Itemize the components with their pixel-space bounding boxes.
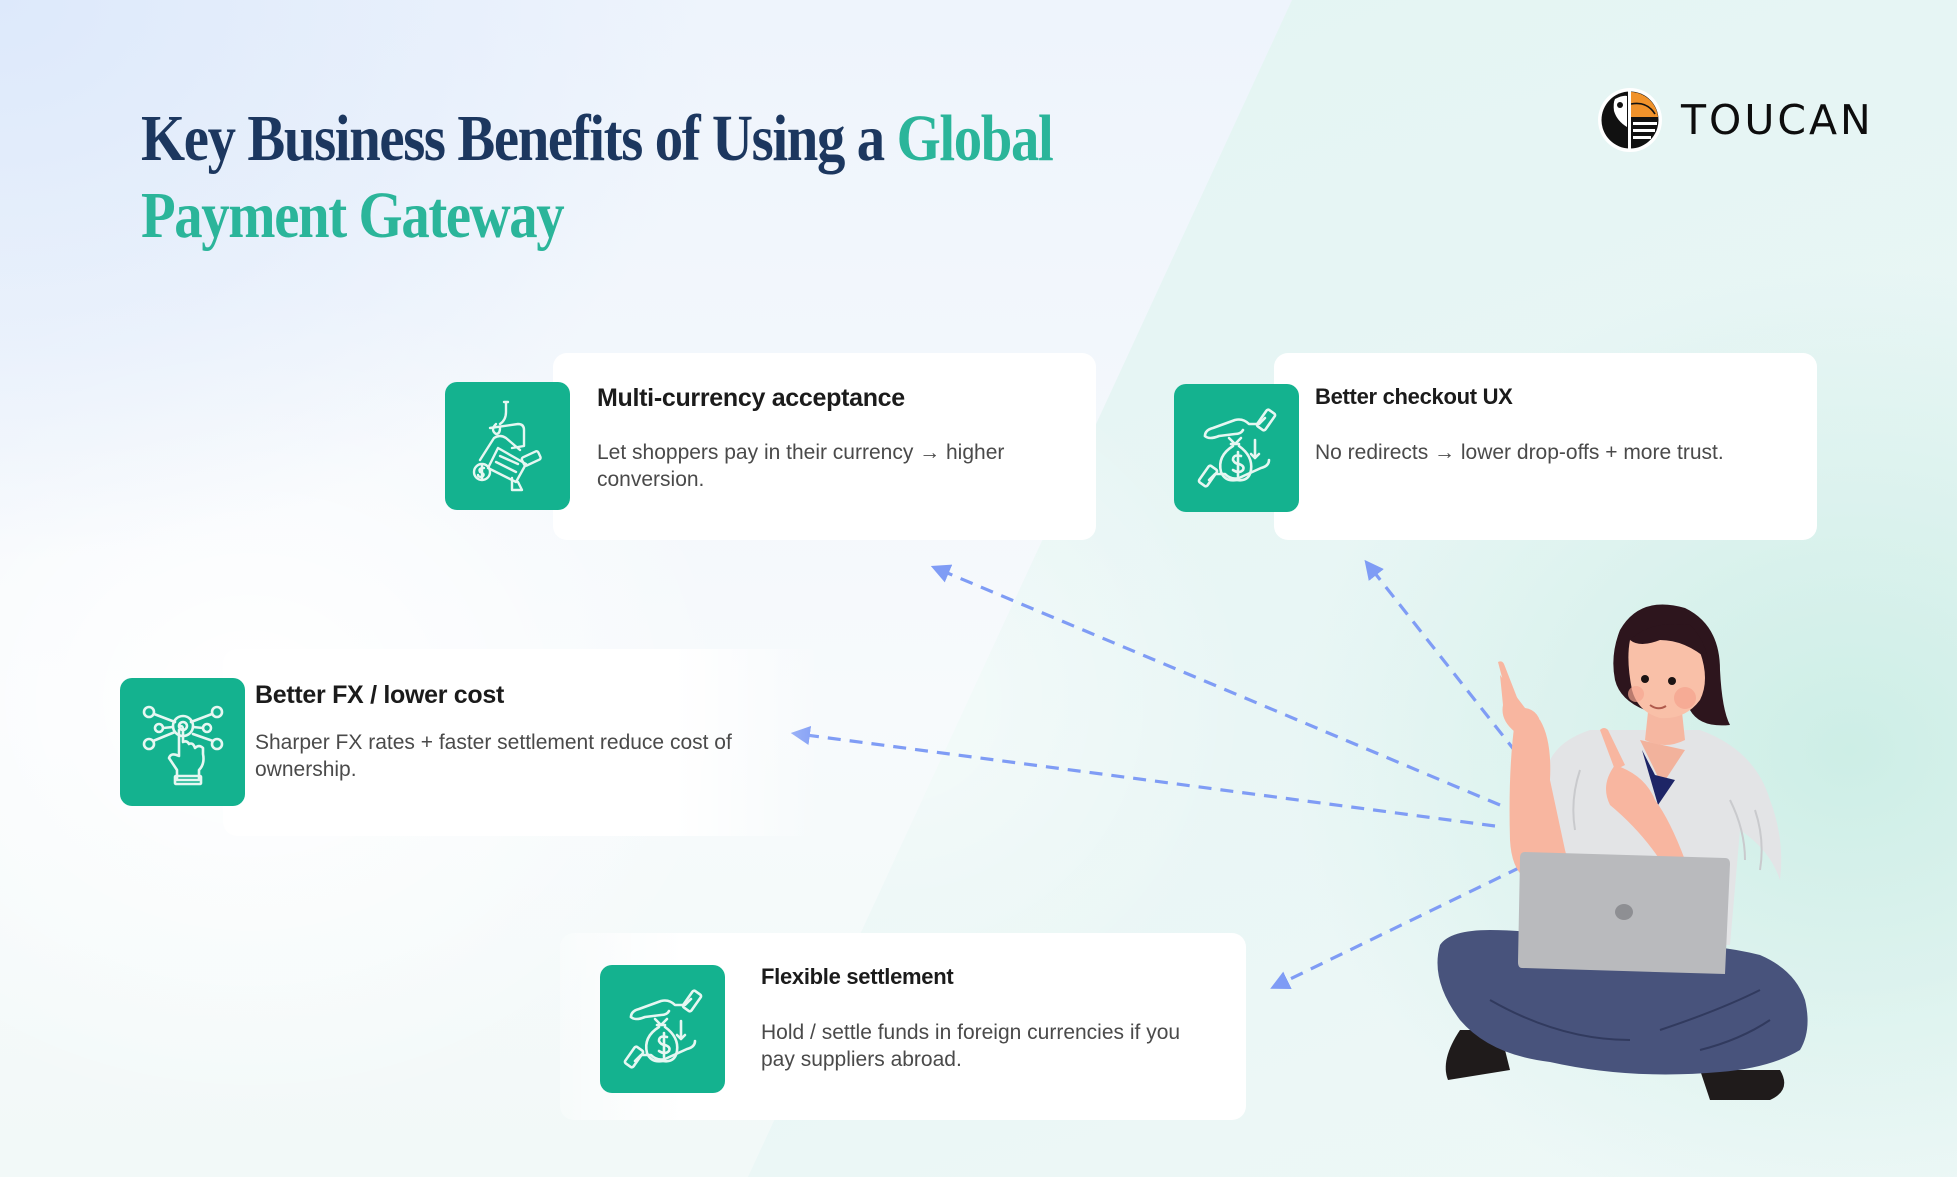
money-bag-hands-icon [1197, 408, 1276, 488]
benefit-tile-fx [120, 678, 245, 806]
woman-pointing-with-laptop-illustration [1437, 604, 1808, 1100]
benefit-card-checkout-ux [1274, 353, 1817, 540]
benefit-tile-settlement [600, 965, 725, 1093]
toucan-logo-icon [1598, 88, 1662, 152]
benefit-title: Better FX / lower cost [255, 681, 505, 709]
arrow-to-settlement [1270, 846, 1561, 989]
title-accent-payment-gateway: Payment Gateway [141, 179, 565, 252]
title-main: Key Business Benefits of Using a [141, 102, 897, 175]
brand-name: TOUCAN [1681, 96, 1874, 144]
title-accent-global: Global [896, 102, 1054, 175]
benefit-description: Let shoppers pay in their currency → hig… [597, 441, 1005, 491]
benefit-card-multi-currency [553, 353, 1096, 540]
network-touch-icon [142, 705, 223, 786]
benefit-title: Better checkout UX [1315, 384, 1513, 409]
benefit-description: Hold / settle funds in foreign currencie… [761, 1021, 1181, 1071]
brand-logo: TOUCAN [1597, 88, 1874, 152]
benefit-description: Sharper FX rates + faster settlement red… [255, 731, 732, 781]
money-bag-hands-icon [623, 989, 702, 1069]
arrow-to-multi-currency [930, 564, 1501, 807]
benefit-description: No redirects → lower drop-offs + more tr… [1315, 441, 1724, 464]
currency-exchange-icon [472, 400, 542, 492]
benefit-title: Flexible settlement [761, 964, 954, 989]
benefit-card-fx [223, 649, 823, 836]
arrow-to-checkout-ux [1364, 559, 1532, 771]
benefit-tile-checkout-ux [1174, 384, 1299, 512]
benefit-tile-multi-currency [445, 382, 570, 510]
arrow-to-fx [790, 725, 1496, 828]
benefit-title: Multi-currency acceptance [597, 384, 905, 412]
